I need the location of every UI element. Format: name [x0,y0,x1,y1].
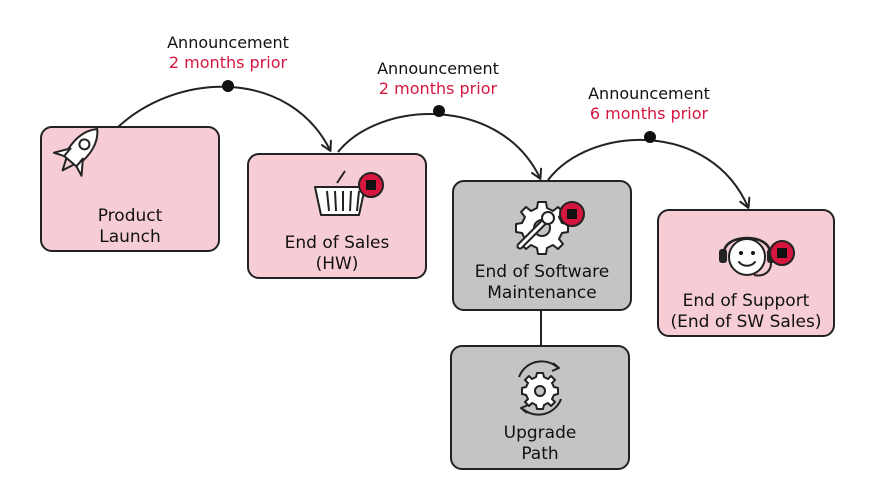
announcement-3: Announcement 6 months prior [564,84,734,124]
announcement-detail: 2 months prior [378,79,498,98]
rocket-icon [52,128,99,177]
announcement-detail: 2 months prior [168,53,288,72]
gear-cycle-icon [518,360,562,416]
announcement-title: Announcement [377,59,499,78]
gear-wrench-stop-icon [515,201,585,255]
stage-upgrade-path: Upgrade Path [450,345,630,470]
announcement-title: Announcement [588,84,710,103]
shopping-basket-stop-icon [314,170,384,216]
stage-label: End of Support (End of SW Sales) [670,291,822,332]
stage-label: End of Sales (HW) [284,233,390,274]
announcement-detail: 6 months prior [589,104,709,123]
stage-label: Product Launch [97,206,163,247]
announcement-2: Announcement 2 months prior [353,59,523,99]
announcement-title: Announcement [167,33,289,52]
announcement-1: Announcement 2 months prior [143,33,313,73]
stage-end-of-software-maintenance: End of Software Maintenance [452,180,632,311]
headset-stop-icon [719,236,795,277]
stage-product-launch: Product Launch [40,126,220,252]
stage-end-of-support: End of Support (End of SW Sales) [657,209,835,337]
stage-end-of-sales: End of Sales (HW) [247,153,427,279]
arc-dot-1 [222,80,234,92]
arc-dot-2 [433,105,445,117]
arc-dot-3 [644,131,656,143]
stage-label: End of Software Maintenance [474,262,610,303]
stage-label: Upgrade Path [503,423,577,464]
